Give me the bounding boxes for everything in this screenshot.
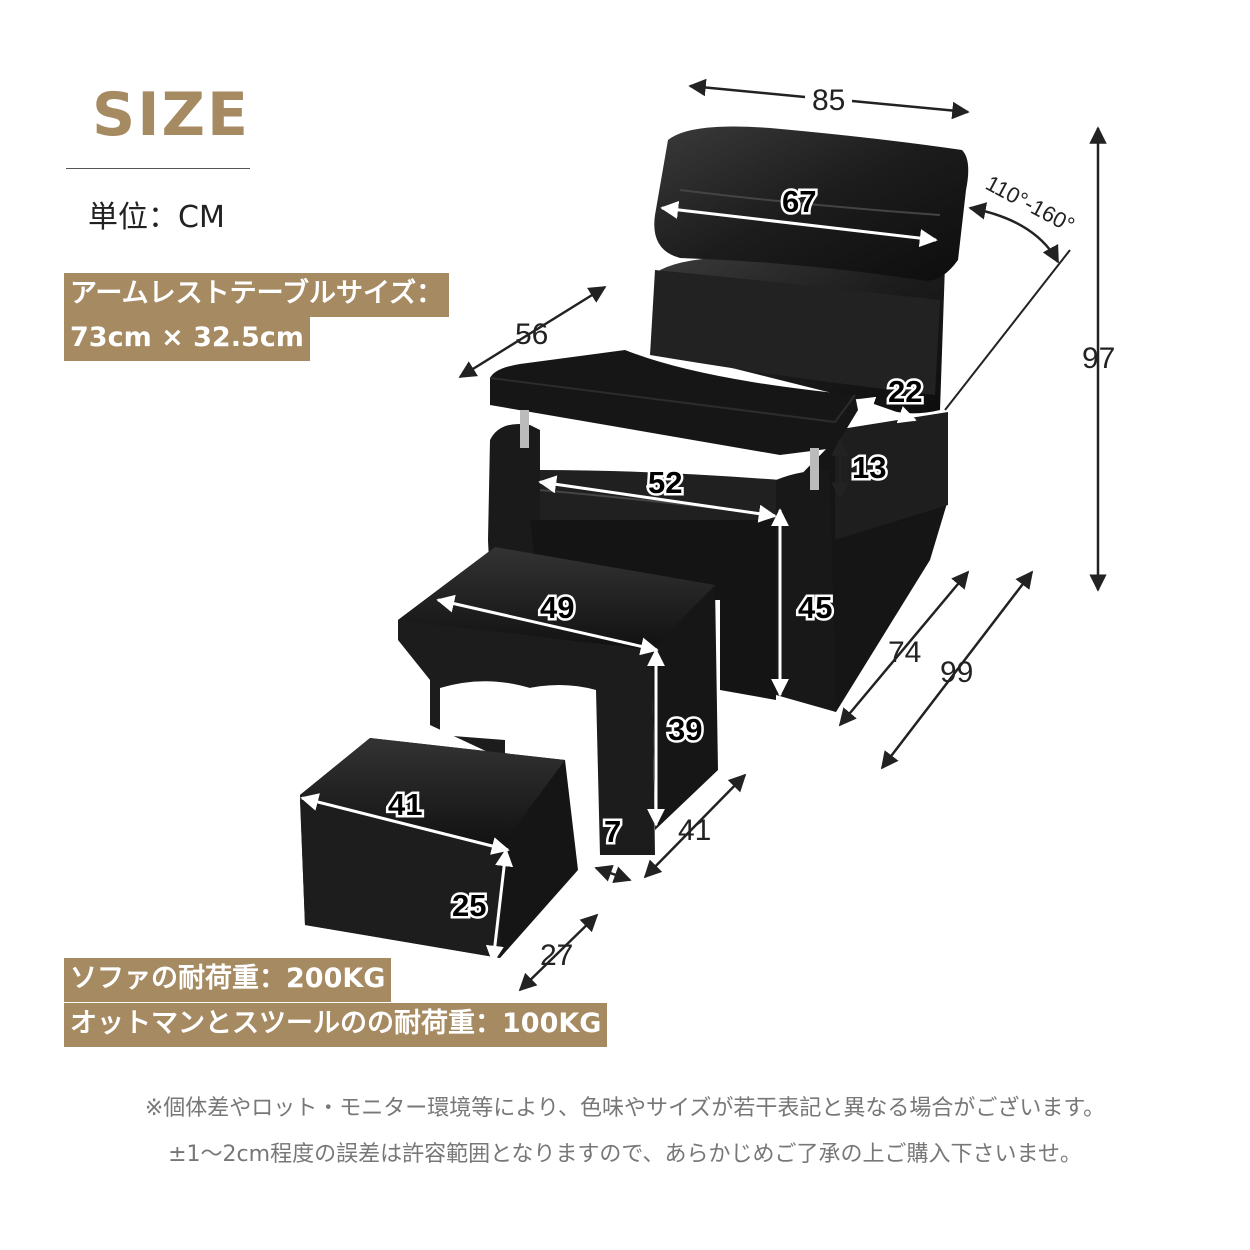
size-title: SIZE — [92, 80, 251, 150]
dim-stool-height: 39 — [668, 712, 702, 747]
dim-table-leg-height: 13 — [852, 450, 886, 485]
dim-stool-leg-thickness: 7 — [604, 814, 621, 849]
dim-ottoman-height: 25 — [452, 888, 486, 923]
dim-ottoman-depth: 27 — [540, 939, 573, 972]
unit-label: 単位：CM — [88, 200, 225, 235]
dim-seat-width: 52 — [648, 465, 682, 500]
armrest-table-tag-line2: 73cm × 32.5cm — [64, 317, 310, 361]
dim-table-depth: 56 — [515, 318, 548, 351]
disclaimer-line1: ※個体差やロット・モニター環境等により、色味やサイズが若干表記と異なる場合がござ… — [144, 1096, 1106, 1121]
disclaimer-line2: ±1〜2cm程度の誤差は許容範囲となりますので、あらかじめご了承の上ご購入下さい… — [168, 1142, 1082, 1167]
title-divider — [66, 168, 250, 169]
dim-sofa-depth: 99 — [940, 656, 973, 689]
dim-armrest-width: 22 — [888, 374, 922, 409]
dim-recline-angle: 110°-160° — [982, 170, 1079, 237]
dim-stool-depth: 41 — [678, 814, 711, 847]
dimension-lines — [300, 78, 1107, 992]
armrest-table-tag-line1: アームレストテーブルサイズ： — [64, 273, 450, 317]
dim-headrest-width: 67 — [782, 184, 816, 219]
ottoman-load-tag: オットマンとスツールのの耐荷重：100KG — [64, 1003, 608, 1047]
ottoman — [300, 738, 578, 958]
dim-stool-width: 49 — [540, 590, 574, 625]
dim-seat-depth: 74 — [888, 636, 921, 669]
dim-seat-height: 45 — [798, 590, 832, 625]
sofa-load-tag: ソファの耐荷重：200KG — [64, 958, 392, 1002]
dim-ottoman-width: 41 — [388, 787, 422, 822]
dim-sofa-width: 85 — [812, 84, 845, 117]
dim-sofa-height: 97 — [1082, 342, 1115, 375]
